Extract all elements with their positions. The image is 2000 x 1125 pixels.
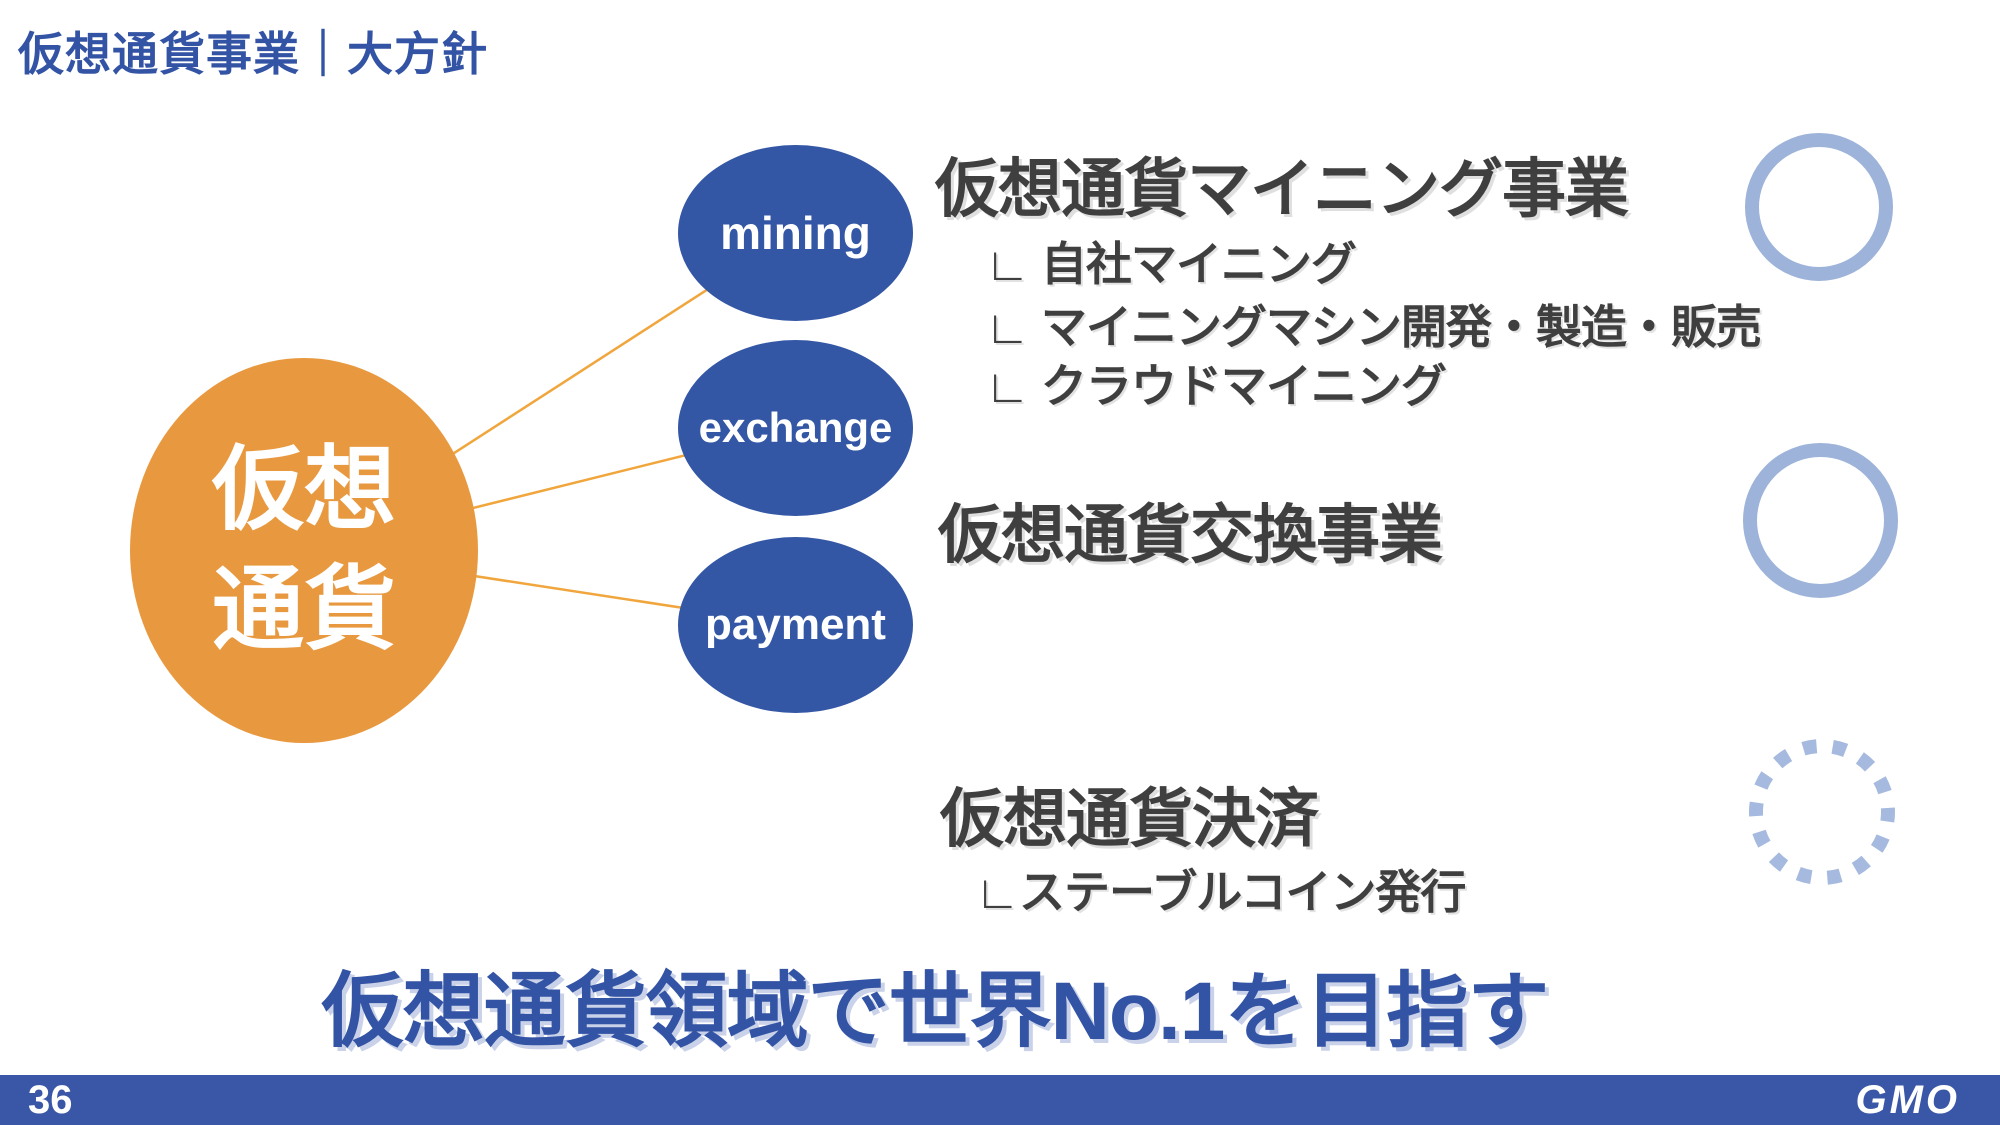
- node-label-exchange: exchange: [698, 404, 893, 451]
- node-label-mining: mining: [720, 207, 871, 259]
- solid-ring-icon-mining: [1745, 133, 1893, 281]
- slide-title: 仮想通貨事業｜大方針: [18, 28, 488, 80]
- sub-item-cloud-mining: ∟ クラウドマイニング: [985, 360, 1447, 412]
- footer-bar: 36 GMO: [0, 1075, 2000, 1125]
- hub-label: 仮想 通貨: [212, 431, 396, 670]
- page-number: 36: [28, 1078, 73, 1122]
- node-label-payment: payment: [705, 600, 886, 649]
- sub-item-stablecoin: ∟ステーブルコイン発行: [975, 866, 1466, 918]
- node-circle-exchange: exchange: [678, 340, 913, 516]
- slogan-text: 仮想通貨領域で世界No.1を目指す: [321, 966, 1550, 1057]
- sub-item-self-mining: ∟ 自社マイニング: [985, 238, 1357, 290]
- hub-circle-crypto: 仮想 通貨: [130, 358, 478, 743]
- gmo-logo: GMO: [1855, 1078, 1960, 1122]
- dashed-ring-icon-payment: [1749, 739, 1895, 885]
- heading-mining-business: 仮想通貨マイニング事業: [935, 153, 1629, 225]
- heading-exchange-business: 仮想通貨交換事業: [938, 499, 1443, 571]
- hub-label-line1: 仮想: [211, 438, 396, 541]
- node-circle-mining: mining: [678, 145, 913, 321]
- hub-label-line2: 通貨: [211, 558, 396, 661]
- node-circle-payment: payment: [678, 537, 913, 713]
- heading-payment-business: 仮想通貨決済: [940, 783, 1319, 855]
- sub-item-mining-machine: ∟ マイニングマシン開発・製造・販売: [985, 301, 1762, 353]
- solid-ring-icon-exchange: [1743, 443, 1898, 598]
